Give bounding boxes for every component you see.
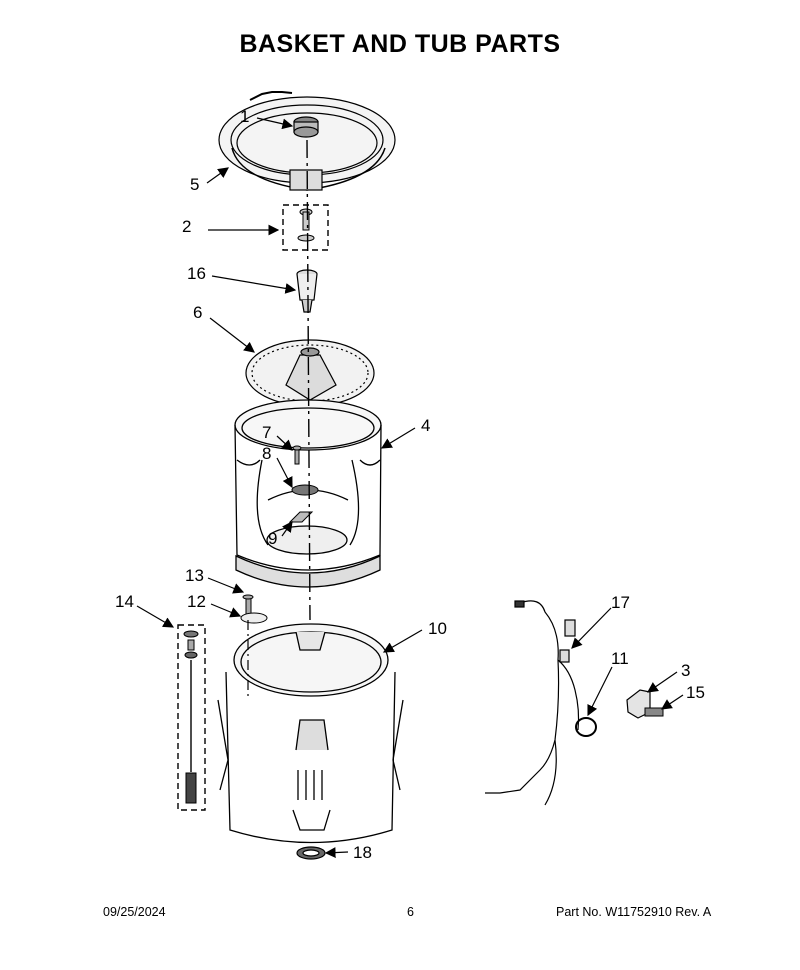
callout-17: 17 [611, 593, 630, 612]
callout-2: 2 [182, 217, 191, 236]
part-11-grommet [575, 717, 597, 737]
callout-5: 5 [190, 175, 199, 194]
part-7-screw [292, 445, 302, 465]
suspension-rod [183, 630, 199, 804]
callout-12: 12 [187, 592, 206, 611]
callout-8: 8 [262, 444, 271, 463]
part-14-group-box [177, 624, 206, 811]
callout-13: 13 [185, 566, 204, 585]
part-2-bolt [297, 208, 315, 242]
part-8-hub [291, 484, 319, 496]
assembly-axis [306, 139, 311, 621]
part-15-fitting [644, 707, 664, 717]
callout-1: 1 [240, 107, 249, 126]
impeller [245, 339, 375, 407]
part-13-bolt [242, 594, 254, 616]
part-2-group-box [282, 204, 329, 251]
callout-leaders [136, 117, 684, 858]
wash-basket [234, 399, 382, 588]
callout-9: 9 [268, 529, 277, 548]
callout-18: 18 [353, 843, 372, 862]
part-12-washer [240, 612, 268, 624]
callout-14: 14 [115, 592, 134, 611]
wire-harness [485, 600, 580, 806]
outer-tub [217, 623, 404, 844]
callout-15: 15 [686, 683, 705, 702]
callout-16: 16 [187, 264, 206, 283]
callout-11: 11 [611, 649, 629, 668]
footer-date: 09/25/2024 [103, 905, 166, 919]
page-title: BASKET AND TUB PARTS [239, 30, 561, 58]
callout-4: 4 [421, 416, 430, 435]
footer-part-number: Part No. W11752910 Rev. A [556, 905, 712, 919]
part-18-seal [296, 846, 326, 860]
callout-6: 6 [193, 303, 202, 322]
callout-7: 7 [262, 423, 271, 442]
balance-ring-cap [293, 116, 319, 138]
part-16-cap [296, 269, 318, 313]
footer-page-number: 6 [407, 905, 414, 919]
callout-labels: 1 2 3 4 5 6 7 8 9 10 11 12 13 14 15 16 1… [115, 107, 705, 862]
callout-3: 3 [681, 661, 690, 680]
part-9-spring [288, 511, 314, 523]
callout-10: 10 [428, 619, 447, 638]
